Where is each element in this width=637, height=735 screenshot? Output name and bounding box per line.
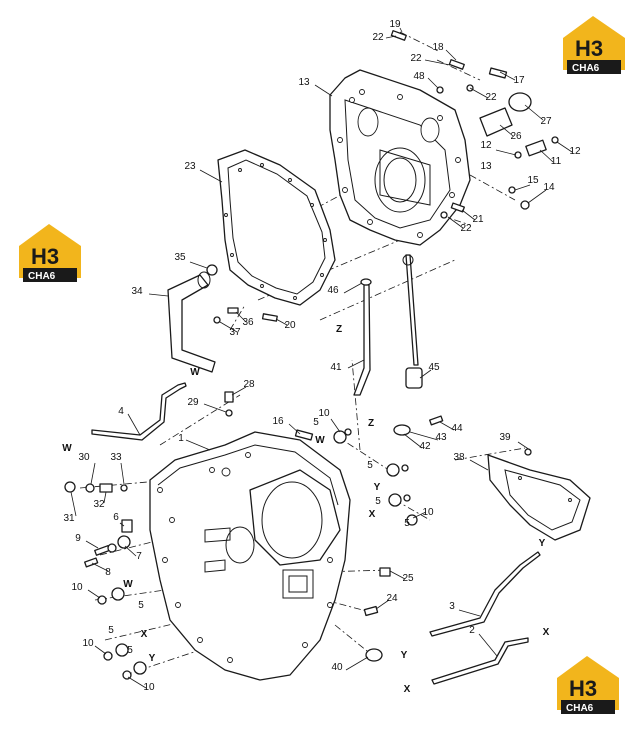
part-number-label: 22 [410, 53, 422, 64]
intake-tube [167, 271, 216, 373]
part-number-label: 15 [527, 175, 539, 186]
logo-large-text: H3 [575, 36, 603, 61]
part-number-label: 3 [449, 601, 455, 612]
connection-letter-label: Y [149, 653, 156, 664]
part-number-label: 8 [105, 567, 111, 578]
connection-letter-label: W [123, 579, 133, 590]
logo-large-text: H3 [31, 244, 59, 269]
callout-labels: 1922182217134822272612121113231514212235… [62, 19, 581, 695]
part-number-label: 13 [298, 77, 310, 88]
connection-letter-label: Y [401, 650, 408, 661]
part-number-label: 34 [131, 286, 143, 297]
part-number-label: 5 [108, 625, 114, 636]
dipstick [402, 254, 423, 389]
part-number-label: 9 [75, 533, 81, 544]
part-number-label: 20 [284, 320, 296, 331]
part-number-label: 2 [469, 625, 475, 636]
part-number-label: 25 [402, 573, 414, 584]
part-number-label: 10 [422, 507, 434, 518]
part-number-label: 10 [318, 408, 330, 419]
part-number-label: 39 [499, 432, 511, 443]
flywheel-housing [329, 69, 471, 246]
connection-letter-label: W [190, 367, 200, 378]
part-number-label: 12 [480, 140, 492, 151]
part-number-label: 17 [513, 75, 525, 86]
part-number-label: 24 [386, 593, 398, 604]
logo-small-text: CHA6 [28, 271, 56, 282]
part-number-label: 1 [178, 433, 184, 444]
part-number-label: 31 [63, 513, 75, 524]
part-number-label: 5 [313, 417, 319, 428]
connection-letter-label: W [315, 435, 325, 446]
part-number-label: 10 [143, 682, 155, 693]
part-number-label: 6 [113, 512, 119, 523]
part-number-label: 29 [187, 397, 199, 408]
brand-logo-left: H3 CHA6 [19, 224, 81, 282]
connection-letter-label: Y [374, 482, 381, 493]
part-number-label: 26 [510, 131, 522, 142]
part-number-label: 5 [404, 518, 410, 529]
part-number-label: 11 [551, 156, 562, 167]
part-number-label: 14 [543, 182, 555, 193]
part-number-label: 35 [174, 252, 186, 263]
callout-leaders [70, 27, 573, 689]
connection-letter-label: W [62, 443, 72, 454]
part-number-label: 5 [375, 496, 381, 507]
part-number-label: 36 [242, 317, 254, 328]
part-number-label: 22 [485, 92, 497, 103]
part-number-label: 19 [389, 19, 401, 30]
part-number-label: 18 [432, 42, 444, 53]
connection-letter-label: Y [539, 538, 546, 549]
connection-letter-label: Z [336, 324, 342, 335]
part-number-label: 22 [372, 32, 384, 43]
shield-plate [487, 454, 591, 541]
part-number-label: 48 [413, 71, 425, 82]
connection-letter-label: X [369, 509, 376, 520]
housing-gasket [217, 149, 336, 306]
part-number-label: 4 [118, 406, 124, 417]
part-number-label: 5 [127, 645, 133, 656]
part-number-label: 7 [136, 551, 142, 562]
part-number-label: 5 [138, 600, 144, 611]
part-number-label: 42 [419, 441, 431, 452]
part-number-label: 44 [451, 423, 463, 434]
part-number-label: 46 [327, 285, 339, 296]
part-number-label: 43 [435, 432, 447, 443]
part-number-label: 30 [78, 452, 90, 463]
connection-letter-label: X [141, 629, 148, 640]
part-number-label: 21 [472, 214, 484, 225]
brand-logo-bottom-right: H3 CHA6 [557, 656, 619, 714]
part-number-label: 12 [569, 146, 581, 157]
dipstick-tube [353, 278, 371, 396]
part-number-label: 5 [367, 460, 373, 471]
part-number-label: 10 [82, 638, 94, 649]
logo-small-text: CHA6 [566, 703, 594, 714]
part-number-label: 38 [453, 452, 465, 463]
transmission-case [149, 431, 351, 681]
connection-letter-label: X [543, 627, 550, 638]
part-number-label: 40 [331, 662, 343, 673]
oil-lines [91, 382, 541, 685]
part-number-label: 10 [71, 582, 83, 593]
logo-large-text: H3 [569, 676, 597, 701]
connection-letter-label: Z [368, 418, 374, 429]
part-number-label: 27 [540, 116, 552, 127]
part-number-label: 45 [428, 362, 440, 373]
part-number-label: 13 [480, 161, 492, 172]
logo-small-text: CHA6 [572, 63, 600, 74]
part-number-label: 33 [110, 452, 122, 463]
part-number-label: 41 [330, 362, 342, 373]
part-number-label: 37 [229, 327, 241, 338]
part-number-label: 32 [93, 499, 105, 510]
part-number-label: 22 [460, 223, 472, 234]
part-number-label: 23 [184, 161, 196, 172]
brand-logo-top-right: H3 CHA6 [563, 16, 625, 74]
part-number-label: 28 [243, 379, 255, 390]
connection-letter-label: X [404, 684, 411, 695]
part-number-label: 16 [272, 416, 284, 427]
